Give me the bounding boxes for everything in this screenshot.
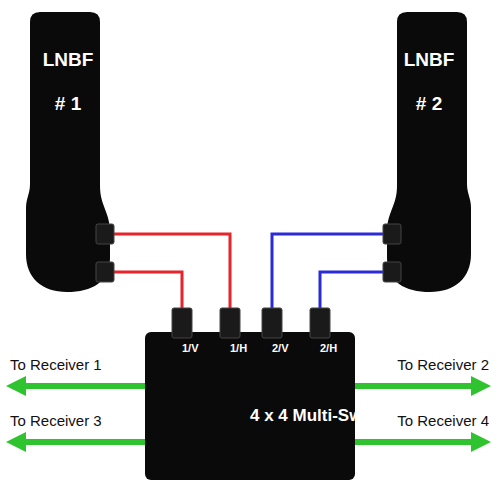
port-label: 2/V xyxy=(272,342,289,355)
receiver-label: To Receiver 4 xyxy=(397,412,489,430)
coax-cable xyxy=(114,234,230,308)
lnbf-body xyxy=(26,12,110,292)
receiver-label: To Receiver 1 xyxy=(10,356,102,374)
receiver-label: To Receiver 3 xyxy=(10,412,102,430)
lnbf-unit: LNBF # 2 xyxy=(383,8,475,294)
lnbf-connector xyxy=(96,224,114,244)
coax-cable xyxy=(320,272,383,308)
multi-switch: 1/V1/H2/V2/H4 x 4 Multi-Switch xyxy=(145,308,355,480)
lnbf-label: LNBF # 1 xyxy=(37,38,99,126)
arrow-shaft xyxy=(24,439,148,445)
arrow-shaft xyxy=(352,383,473,389)
lnbf-unit: LNBF # 1 xyxy=(22,8,114,294)
arrow-shaft xyxy=(352,439,473,445)
lnbf-body xyxy=(387,12,471,292)
lnbf-label: LNBF # 2 xyxy=(398,38,460,126)
port-label: 1/H xyxy=(230,342,247,355)
switch-title: 4 x 4 Multi-Switch xyxy=(250,406,393,426)
port-connector xyxy=(172,308,192,338)
receiver-label: To Receiver 2 xyxy=(397,356,489,374)
port-label: 2/H xyxy=(320,342,337,355)
arrow-head xyxy=(6,432,26,452)
arrow-head xyxy=(6,376,26,396)
arrow-shaft xyxy=(24,383,148,389)
arrow-head xyxy=(471,376,491,396)
arrow-head xyxy=(471,432,491,452)
lnbf-connector xyxy=(383,224,401,244)
port-label: 1/V xyxy=(182,342,199,355)
port-connector xyxy=(310,308,330,338)
coax-cable xyxy=(114,272,182,308)
lnbf-connector xyxy=(96,262,114,282)
port-connector xyxy=(262,308,282,338)
port-connector xyxy=(220,308,240,338)
lnbf-connector xyxy=(383,262,401,282)
coax-cable xyxy=(272,234,383,308)
